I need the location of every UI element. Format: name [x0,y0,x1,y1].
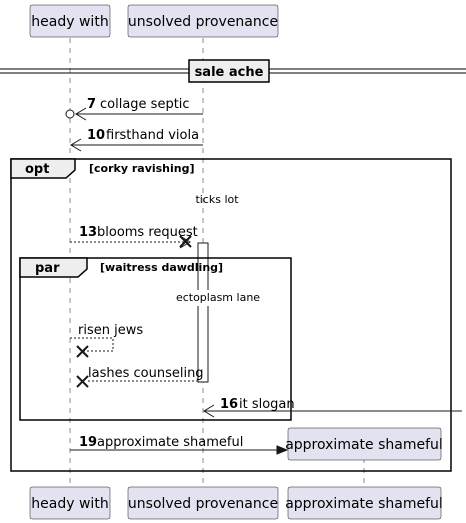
message-risen-jews: risen jews [70,323,143,358]
note-ticks-lot: ticks lot [195,193,239,206]
destroy-mark [179,235,192,248]
message-7: 7 collage septic [65,97,203,121]
message-16: 16 it slogan [203,397,462,418]
frame-par: par [waitress dawdling] [19,257,292,421]
frame-opt: opt [corky ravishing] [10,158,452,472]
message-label: collage septic [100,97,190,112]
message-label: firsthand viola [106,128,199,143]
message-number: 19 [79,435,97,450]
participant-label: heady with [31,14,108,30]
participant-label: approximate shameful [285,437,443,453]
message-label: it slogan [239,397,295,412]
participant-unsolved-provenance-top[interactable]: unsolved provenance [127,4,279,38]
participant-unsolved-provenance-bottom[interactable]: unsolved provenance [127,486,279,520]
message-lashes-counseling: lashes counseling [76,366,204,388]
participant-label: heady with [31,496,108,512]
note-background [180,290,254,306]
participant-approximate-shameful-created[interactable]: approximate shameful [285,427,443,461]
participant-label: unsolved provenance [128,496,278,512]
frame-condition: [corky ravishing] [89,162,195,175]
message-label: lashes counseling [88,366,204,381]
frame-keyword: opt [25,162,49,177]
message-10: 10 firsthand viola [70,128,203,152]
divider-label: sale ache [195,65,264,80]
activation-bar [197,242,209,383]
participant-heady-with-top[interactable]: heady with [29,4,111,38]
message-19: 19 approximate shameful [70,435,289,455]
message-number: 13 [79,225,97,240]
divider-sale-ache: sale ache [188,59,270,83]
participant-label: unsolved provenance [128,14,278,30]
message-number: 10 [87,128,105,143]
message-label: risen jews [78,323,143,338]
note-ectoplasm-lane: ectoplasm lane [176,291,260,304]
participant-approximate-shameful-bottom[interactable]: approximate shameful [285,486,443,520]
destroy-mark [76,375,89,388]
message-label: blooms request [97,225,198,240]
participant-heady-with-bottom[interactable]: heady with [29,486,111,520]
message-number: 7 [87,97,96,112]
message-label: approximate shameful [97,435,243,450]
destroy-mark [76,345,89,358]
frame-keyword: par [35,261,60,276]
message-number: 16 [220,397,238,412]
frame-condition: [waitress dawdling] [100,261,223,274]
message-13: 13 blooms request [70,225,198,249]
participant-label: approximate shameful [285,496,443,512]
